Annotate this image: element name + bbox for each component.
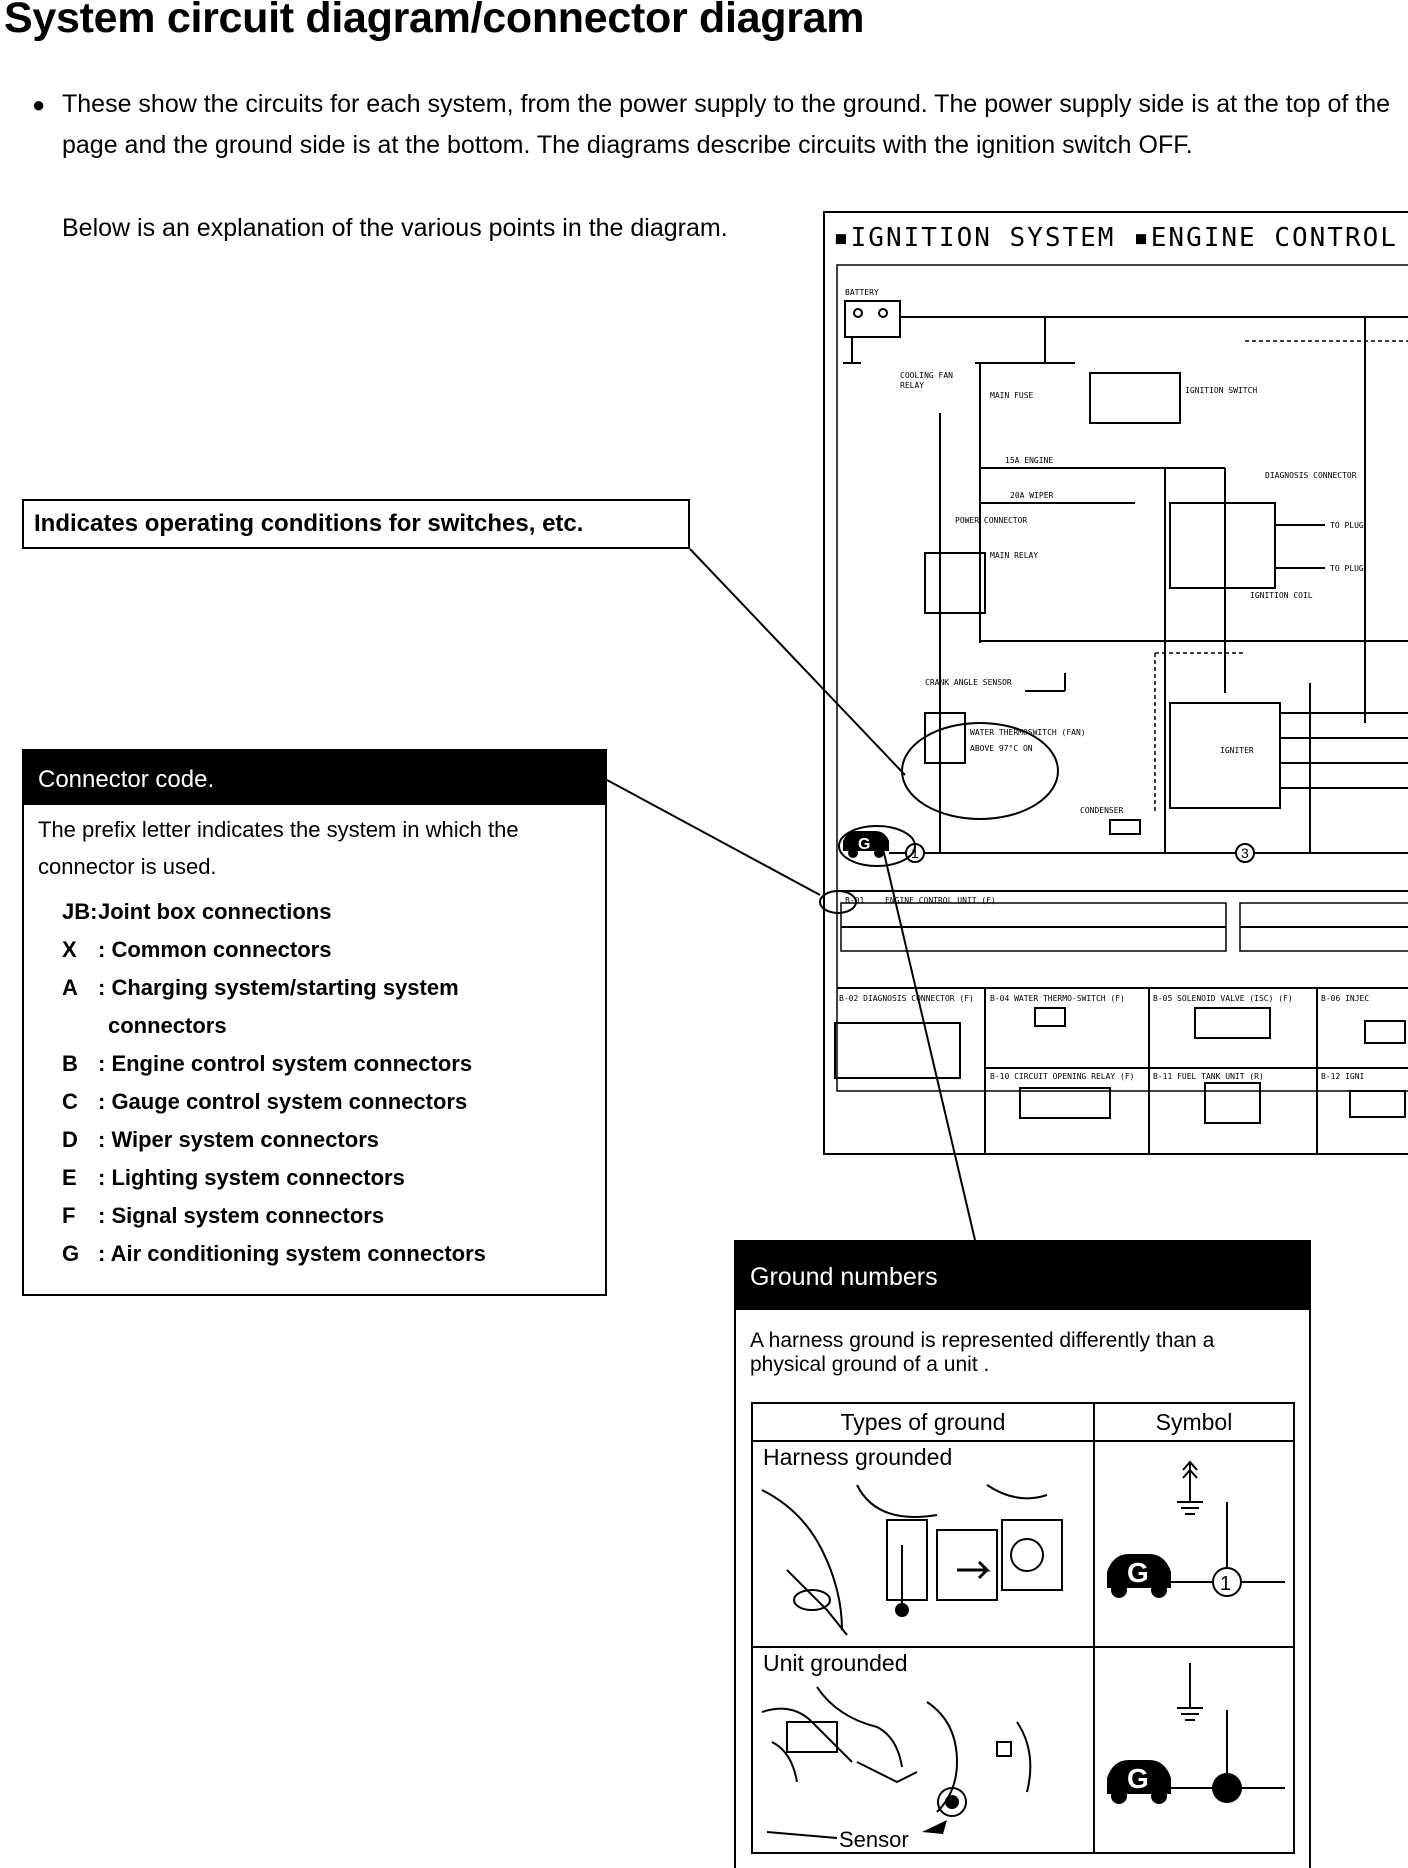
- svg-text:MAIN RELAY: MAIN RELAY: [990, 551, 1038, 560]
- page-title: System circuit diagram/connector diagram: [4, 0, 865, 42]
- unit-ground-symbol-cell: G: [1093, 1646, 1295, 1854]
- diagram-header: ▪IGNITION SYSTEM ▪ENGINE CONTROL: [833, 223, 1398, 253]
- intro-text: These show the circuits for each system,…: [62, 90, 1391, 159]
- connector-code-box: Connector code. The prefix letter indica…: [22, 749, 607, 1296]
- svg-text:IGNITER: IGNITER: [1220, 746, 1254, 755]
- code-item-d: D: Wiper system connectors: [62, 1127, 379, 1152]
- diagram-ground-symbol: G: [843, 831, 906, 858]
- svg-text:BATTERY: BATTERY: [845, 288, 879, 297]
- svg-text:MAIN FUSE: MAIN FUSE: [990, 391, 1034, 400]
- unit-ground-illustration: Sensor: [761, 1686, 1032, 1852]
- code-item-a: A: Charging system/starting system: [62, 975, 459, 1000]
- intro-subtext: Below is an explanation of the various p…: [62, 214, 728, 242]
- code-item-f: F: Signal system connectors: [62, 1203, 385, 1228]
- code-item-x: X: Common connectors: [62, 937, 332, 962]
- svg-text:ENGINE CONTROL UNIT (F): ENGINE CONTROL UNIT (F): [885, 896, 996, 905]
- svg-text:B-05 SOLENOID VALVE (ISC) (F): B-05 SOLENOID VALVE (ISC) (F): [1153, 994, 1293, 1003]
- unit-grounded-label: Unit grounded: [763, 1650, 908, 1676]
- svg-text:CRANK ANGLE SENSOR: CRANK ANGLE SENSOR: [925, 678, 1012, 687]
- svg-text:B-10 CIRCUIT OPENING RELAY (F): B-10 CIRCUIT OPENING RELAY (F): [990, 1072, 1135, 1081]
- svg-text:B-02 DIAGNOSIS CONNECTOR (F): B-02 DIAGNOSIS CONNECTOR (F): [839, 994, 974, 1003]
- connector-code-heading: Connector code.: [24, 751, 605, 805]
- ground-types-table: Types of ground Symbol Harness grounded: [751, 1402, 1295, 1854]
- svg-text:1: 1: [1220, 1573, 1231, 1595]
- circuit-drawing: G 1 3 BATTERY COOLING FAN RELAY MAIN FUS…: [834, 264, 1408, 1153]
- leader-line-connector: [606, 779, 821, 896]
- code-item-jb: JB:Joint box connections: [62, 899, 332, 924]
- header-symbol: Symbol: [1093, 1402, 1295, 1442]
- table-header-row: Types of ground Symbol: [751, 1402, 1295, 1442]
- harness-ground-symbol: G 1: [1107, 1460, 1285, 1598]
- svg-text:TO PLUG: TO PLUG: [1330, 521, 1364, 530]
- connector-code-list: JB:Joint box connections X: Common conne…: [24, 893, 605, 1273]
- svg-text:G: G: [858, 836, 870, 853]
- svg-text:DIAGNOSIS CONNECTOR: DIAGNOSIS CONNECTOR: [1265, 471, 1357, 480]
- header-types-of-ground: Types of ground: [751, 1402, 1095, 1442]
- code-item-g: G: Air conditioning system connectors: [62, 1241, 486, 1266]
- svg-text:G: G: [1127, 1557, 1149, 1588]
- operating-conditions-callout: Indicates operating conditions for switc…: [22, 499, 690, 549]
- intro-section: ● These show the circuits for each syste…: [32, 84, 1402, 242]
- code-item-e: E: Lighting system connectors: [62, 1165, 405, 1190]
- svg-text:B-06 INJEC: B-06 INJEC: [1321, 994, 1369, 1003]
- svg-text:B-04 WATER THERMO-SWITCH (F): B-04 WATER THERMO-SWITCH (F): [990, 994, 1125, 1003]
- svg-text:COOLING FAN: COOLING FAN: [900, 371, 953, 380]
- svg-text:TO PLUG: TO PLUG: [1330, 564, 1364, 573]
- ground-numbers-description: A harness ground is represented differen…: [750, 1329, 1215, 1376]
- circuit-diagram-excerpt: ▪IGNITION SYSTEM ▪ENGINE CONTROL: [823, 211, 1408, 1155]
- harness-ground-symbol-cell: G 1: [1093, 1440, 1295, 1648]
- svg-text:15A ENGINE: 15A ENGINE: [1005, 456, 1053, 465]
- svg-text:B-01: B-01: [845, 896, 864, 905]
- ground-numbers-box: Ground numbers A harness ground is repre…: [734, 1240, 1311, 1868]
- harness-grounded-label: Harness grounded: [763, 1444, 953, 1470]
- bullet-icon: ●: [32, 92, 46, 117]
- unit-grounded-cell: Unit grounded: [751, 1646, 1095, 1854]
- connector-code-description: The prefix letter indicates the system i…: [38, 817, 519, 879]
- svg-text:3: 3: [1241, 845, 1249, 861]
- svg-text:1: 1: [911, 845, 919, 861]
- svg-text:WATER THERMOSWITCH (FAN): WATER THERMOSWITCH (FAN): [970, 728, 1086, 737]
- svg-text:POWER CONNECTOR: POWER CONNECTOR: [955, 516, 1027, 525]
- svg-text:RELAY: RELAY: [900, 381, 924, 390]
- harness-ground-illustration: [761, 1484, 1063, 1636]
- harness-grounded-cell: Harness grounded: [751, 1440, 1095, 1648]
- table-row-harness: Harness grounded: [751, 1440, 1295, 1648]
- svg-text:B-12 IGNI: B-12 IGNI: [1321, 1072, 1365, 1081]
- table-row-unit: Unit grounded: [751, 1646, 1295, 1854]
- svg-text:G: G: [1127, 1763, 1149, 1794]
- code-item-c: C: Gauge control system connectors: [62, 1089, 468, 1114]
- code-item-a-cont: connectors: [108, 1013, 227, 1038]
- svg-text:Sensor: Sensor: [839, 1827, 909, 1852]
- svg-text:ABOVE 97°C ON: ABOVE 97°C ON: [970, 744, 1033, 753]
- unit-ground-symbol: G: [1107, 1663, 1285, 1804]
- svg-text:CONDENSER: CONDENSER: [1080, 806, 1124, 815]
- svg-text:IGNITION SWITCH: IGNITION SWITCH: [1185, 386, 1257, 395]
- ground-numbers-heading: Ground numbers: [736, 1242, 1309, 1310]
- svg-text:20A WIPER: 20A WIPER: [1010, 491, 1054, 500]
- svg-text:B-11 FUEL TANK UNIT (R): B-11 FUEL TANK UNIT (R): [1153, 1072, 1264, 1081]
- svg-text:IGNITION COIL: IGNITION COIL: [1250, 591, 1313, 600]
- code-item-b: B: Engine control system connectors: [62, 1051, 473, 1076]
